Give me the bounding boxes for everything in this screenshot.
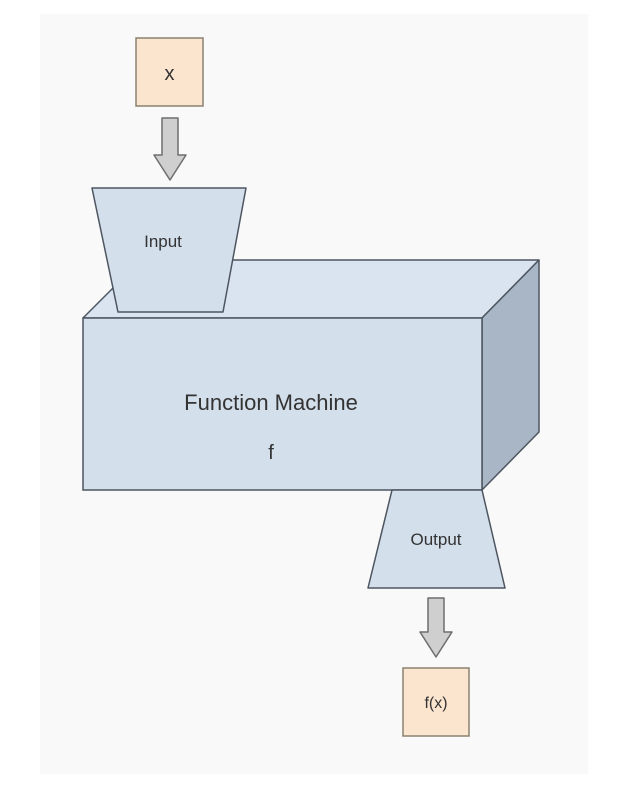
- output-chute: Output: [367, 489, 506, 589]
- output-value-box: f(x): [402, 667, 470, 737]
- input-value-label: x: [165, 63, 175, 85]
- input-value-box: x: [135, 37, 204, 107]
- input-label: Input: [144, 232, 182, 251]
- machine-title: Function Machine: [184, 390, 358, 415]
- output-value-label: f(x): [424, 695, 447, 712]
- machine-symbol: f: [268, 442, 274, 464]
- input-hopper: Input: [91, 187, 247, 313]
- output-label: Output: [410, 530, 461, 549]
- machine-front-face: [82, 317, 483, 491]
- output-arrow: [419, 597, 453, 658]
- input-arrow: [153, 117, 187, 181]
